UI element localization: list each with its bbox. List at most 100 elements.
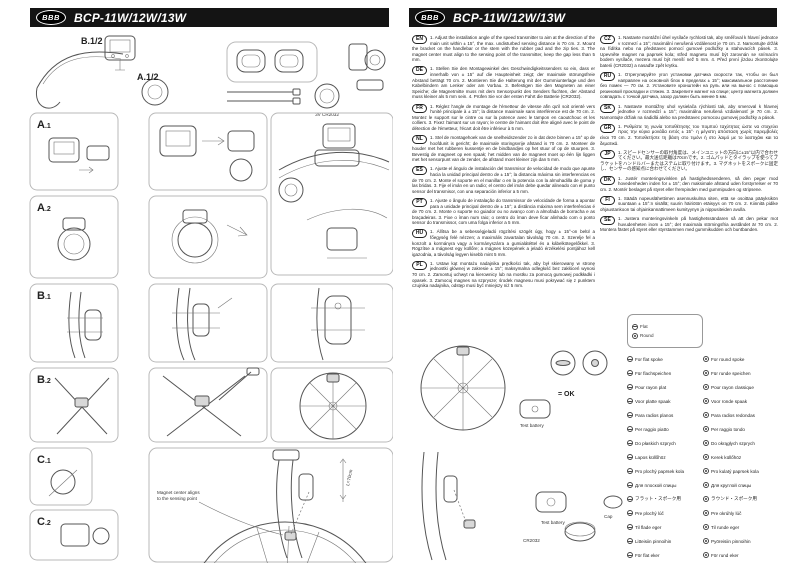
wheel-magnet-illustration [270, 367, 393, 443]
spoke-label: Для плоской спицы [635, 482, 677, 488]
instruction-text: 1. Ustaw kąt montażu nadajnika prędkości… [412, 260, 595, 289]
instruction-text: 1. Ajuste o ângulo de instalação do tran… [412, 197, 595, 226]
spoke-table-row: För flat eker För rund eker [627, 548, 779, 562]
flat-spoke-icon [627, 412, 633, 418]
instruction-text: 1. Ρυθμίστε τη γωνία τοποθέτησης του πομ… [600, 123, 778, 146]
instruction-text: 1. Réglez l'angle de montage de l'émette… [412, 103, 595, 131]
language-badge-sk: SK [600, 103, 615, 113]
battery-model-label: CR2032 [523, 538, 540, 543]
round-spoke-icon [703, 524, 709, 530]
label-battery-type: 3V CR2032 [315, 112, 339, 117]
round-spoke-icon [632, 332, 638, 339]
spoke-cell-round: Pre okrúhly lúč [703, 510, 779, 516]
flat-spoke-icon [632, 323, 638, 330]
round-spoke-icon [703, 426, 709, 432]
parts-kit-illustration: 3V CR2032 [226, 41, 386, 117]
language-badge-hu: HU [412, 229, 427, 239]
round-spoke-icon [703, 510, 709, 516]
spoke-label: Voor ronde spaak [711, 398, 748, 404]
language-badge-fr: FR [412, 103, 427, 113]
svg-text:A.2: A.2 [37, 202, 51, 214]
spoke-label: Para radios redondas [711, 412, 755, 418]
spoke-label: Pre okrúhly lúč [711, 510, 742, 516]
stem-mount-illustration [270, 112, 393, 276]
instruction-text: 1. Säädä nopeuslähettimen asennuskulma s… [600, 195, 778, 213]
language-badge-jp: JP [600, 149, 615, 159]
spoke-cell-round: Kerek küllőhöz [703, 454, 779, 460]
flat-spoke-icon [627, 398, 633, 404]
instruction-text: 1. Nastavte montážny uhol vysielača rých… [600, 103, 778, 120]
language-badge-de: DE [412, 66, 427, 76]
spoke-table-row: Per raggio piatto Per raggio tondo [627, 422, 779, 436]
flat-spoke-icon [627, 482, 633, 488]
spoke-table-header: Flat Round [627, 314, 703, 348]
spoke-header-round: Round [632, 332, 698, 339]
spoke-header-flat: Flat [632, 323, 698, 330]
spoke-label: Per raggio tondo [711, 426, 745, 432]
spoke-cell-flat: Til flade eger [627, 524, 703, 530]
handlebar-band-illustration [148, 195, 268, 279]
spoke-label: Para radios planos [635, 412, 674, 418]
right-page-figures: = OK Test battery Test battery CR2032 Ca… [420, 345, 623, 561]
sensor-detail-illustration [270, 283, 393, 363]
language-badge-ru: RU [600, 72, 615, 82]
flat-spoke-icon [627, 510, 633, 516]
spoke-label: För rund eker [711, 552, 739, 558]
page-title: BCP-11W/12W/13W [74, 10, 187, 25]
right-page-header: BBB BCP-11W/12W/13W [409, 8, 777, 27]
spoke-label: Per raggio piatto [635, 426, 669, 432]
spoke-label: För flat eker [635, 552, 660, 558]
fork-magnet-detail-figure [421, 451, 476, 561]
flat-spoke-icon [627, 356, 633, 362]
test-battery-figure-1: Test battery [519, 399, 551, 428]
wheel-alignment-figure [420, 345, 506, 431]
language-badge-dk: DK [600, 175, 615, 185]
flat-spoke-icon [627, 538, 633, 544]
svg-text:B.2: B.2 [37, 374, 51, 386]
spoke-table-row: Para radios planos Para radios redondas [627, 408, 779, 422]
round-spoke-icon [703, 454, 709, 460]
spoke-cell-round: Per raggio tondo [703, 426, 779, 432]
round-spoke-icon [703, 412, 709, 418]
spoke-table-row: Voor platte spaak Voor ronde spaak [627, 394, 779, 408]
spoke-cell-round: Til runde eger [703, 524, 779, 530]
spoke-label: Voor platte spaak [635, 398, 671, 404]
step-box-c1: C.1 [29, 447, 93, 506]
instruction-text: 1. Отрегулируйте угол установки датчика … [600, 72, 778, 100]
language-badge-es: ES [412, 166, 427, 176]
fork-wheel-overview-illustration: L=70cm Magnet center aligns to the sensi… [148, 447, 393, 563]
spoke-label: Pyöreisiin pinnoihin [711, 538, 751, 544]
step-box-a1: A.1 [29, 112, 119, 191]
spoke-cell-round: Pro kulatý paprsek kola [703, 468, 779, 474]
spoke-magnet-ok-figure: = OK [550, 350, 608, 398]
language-badge-gr: GR [600, 123, 615, 133]
spoke-cell-round: Für runde speichen [703, 370, 779, 376]
left-page-header: BBB BCP-11W/12W/13W [30, 8, 389, 27]
flat-spoke-icon [627, 384, 633, 390]
language-badge-pt: PT [412, 197, 427, 207]
bracket-mount-illustration [148, 112, 268, 191]
spoke-cell-flat: Voor platte spaak [627, 398, 703, 404]
language-badge-en: EN [412, 35, 427, 44]
magnet-note-line1: Magnet center aligns [157, 490, 200, 495]
language-badge-fi: FI [600, 195, 615, 205]
spoke-cell-flat: For flat spoke [627, 356, 703, 362]
svg-text:A.1: A.1 [37, 119, 51, 131]
